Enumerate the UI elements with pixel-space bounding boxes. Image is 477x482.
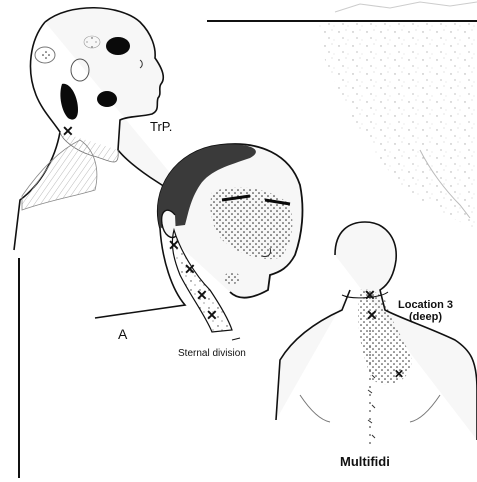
svg-text:✕: ✕ [184, 261, 196, 277]
svg-text:✕: ✕ [206, 307, 218, 323]
figure-letter-label: A [118, 327, 127, 342]
svg-text:✕: ✕ [394, 367, 404, 381]
location-label-line2: (deep) [398, 311, 453, 323]
location-label: Location 3 (deep) [398, 299, 453, 323]
location-label-line1: Location 3 [398, 299, 453, 311]
figure-back-multifidi: ✕ ✕ ✕ [276, 222, 477, 450]
svg-text:✕: ✕ [168, 237, 180, 253]
sternal-division-label: Sternal division [178, 348, 246, 359]
figure-head-sternocleidomastoid: ✕ ✕ ✕ ✕ [95, 144, 302, 340]
trigger-point-label: TrP. [150, 120, 172, 134]
svg-text:✕: ✕ [62, 123, 74, 139]
svg-text:✕: ✕ [366, 307, 378, 323]
svg-text:✕: ✕ [196, 287, 208, 303]
multifidi-caption: Multifidi [340, 455, 390, 469]
svg-text:✕: ✕ [364, 287, 376, 303]
